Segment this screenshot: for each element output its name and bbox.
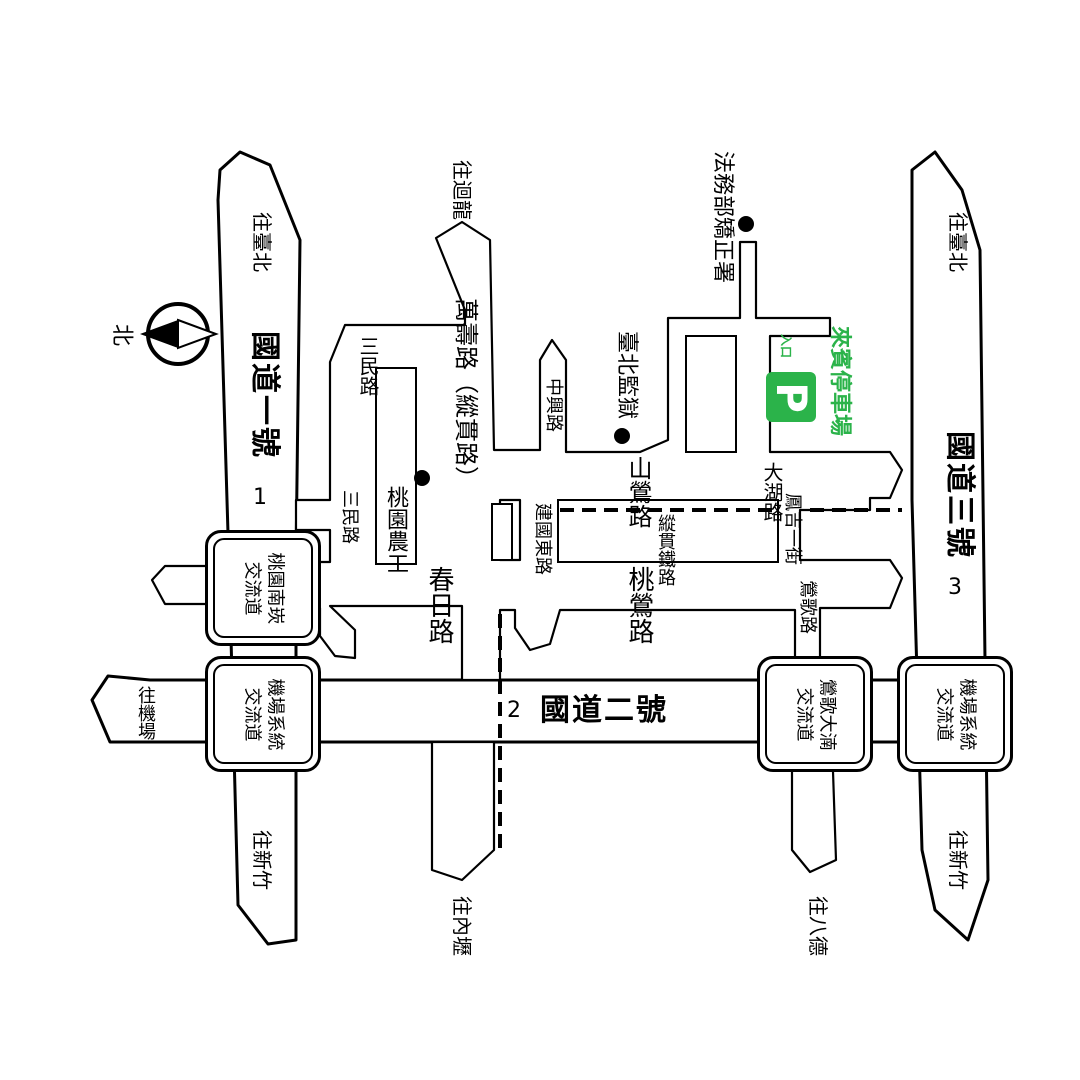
road-dahu: 大湖路 — [760, 462, 784, 522]
landmark-agri-school: 桃園農工 — [383, 486, 408, 574]
road-fengji-1st: 鳳吉一街 — [782, 493, 803, 565]
road-sanmin-left: 三民路 — [339, 490, 360, 544]
interchange-airport-system-west: 機場系統 交流道 — [205, 656, 321, 772]
interchange-taoyuan-nankan: 桃園南崁 交流道 — [205, 530, 321, 646]
interchange-taoyuan-nankan-label: 桃園南崁 交流道 — [242, 552, 286, 624]
landmark-taipei-prison: 臺北監獄 — [614, 330, 640, 420]
railway-station-box — [491, 503, 513, 561]
landmark-moj-correction: 法務部矯正署 — [710, 150, 736, 284]
interchange-yingge-dahu-label: 鶯歌大湳 交流道 — [794, 678, 838, 750]
road-taoying: 桃鶯路 — [624, 566, 654, 644]
road-jianguo-east: 建國東路 — [532, 503, 553, 575]
direction-to-guishan: 往迴龍 — [450, 160, 474, 220]
direction-to-airport: 往機場 — [135, 686, 156, 740]
direction-to-hsinchu-1: 往新竹 — [250, 830, 274, 890]
road-chunri: 春日路 — [424, 566, 454, 644]
highway-2-label: 國道二號 — [540, 693, 668, 728]
direction-to-bade: 往八德 — [806, 896, 830, 956]
landmark-moj-dot — [738, 216, 754, 232]
direction-to-neili: 往內壢 — [450, 896, 474, 956]
interchange-airport-system-east: 機場系統 交流道 — [897, 656, 1013, 772]
agri-school-block — [375, 367, 417, 565]
road-shanying: 山鶯路 — [624, 456, 652, 528]
direction-to-taipei-1: 往臺北 — [250, 212, 274, 272]
entrance-label: 入口 — [779, 333, 794, 359]
upper-road-network — [294, 220, 904, 682]
highway-3-label: 國道三號 — [942, 431, 977, 559]
landmark-prison-dot — [614, 428, 630, 444]
interchange-yingge-dahu: 鶯歌大湳 交流道 — [757, 656, 873, 772]
direction-to-taipei-3: 往臺北 — [946, 212, 970, 272]
highway-1-number: 1 — [253, 485, 267, 510]
road-zhongxing: 中興路 — [543, 378, 564, 432]
visitor-parking-label: 來賓停車場 — [827, 325, 853, 437]
north-label: 北 — [109, 323, 135, 347]
highway-1-label: 國道一號 — [247, 331, 282, 459]
compass-north-icon — [140, 302, 219, 366]
road-railway: 縱貫鐵路 — [655, 514, 676, 586]
road-sanmin-top: 三民路 — [356, 336, 380, 396]
interchange-airport-system-west-label: 機場系統 交流道 — [242, 678, 286, 750]
road-wanshou: 萬壽路（縱貫路） — [452, 298, 480, 490]
parking-icon: P — [766, 372, 816, 422]
prison-block-1 — [685, 335, 737, 453]
road-yingge: 鶯歌路 — [797, 580, 818, 634]
chunri-lower-road — [430, 740, 496, 882]
landmark-agri-school-dot — [414, 470, 430, 486]
highway-3-number: 3 — [948, 575, 962, 600]
highway-2-number: 2 — [507, 698, 521, 723]
direction-to-hsinchu-3: 往新竹 — [946, 830, 970, 890]
interchange-airport-system-east-label: 機場系統 交流道 — [934, 678, 978, 750]
